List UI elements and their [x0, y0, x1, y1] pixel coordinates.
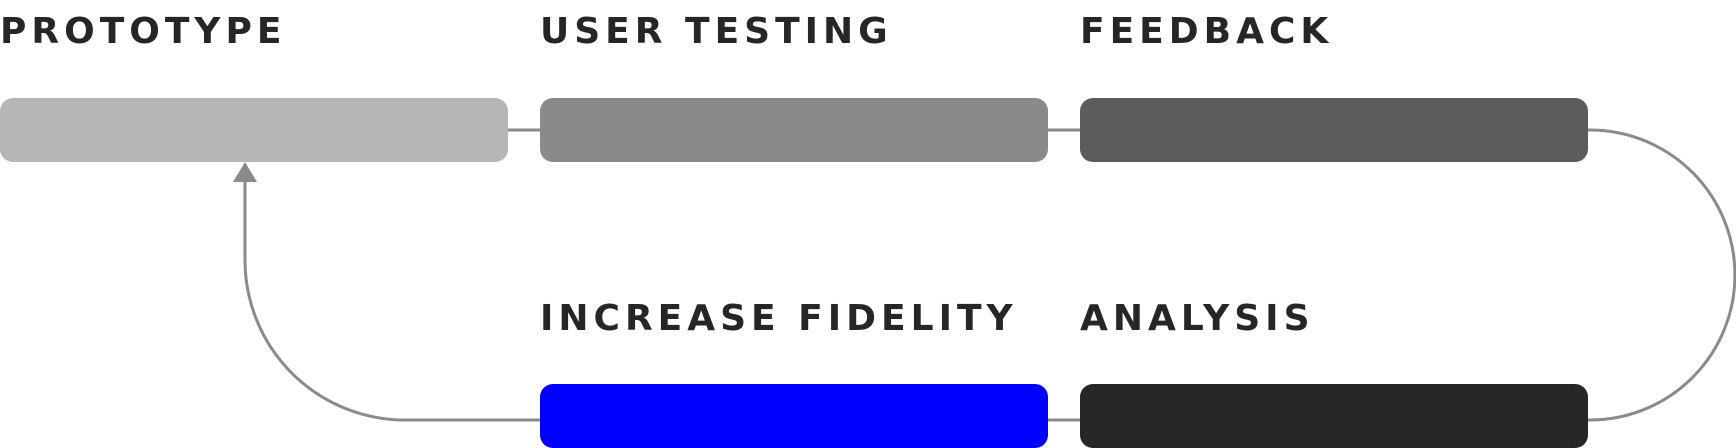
stage-prototype: PROTOTYPE	[0, 11, 508, 162]
stage-bar-prototype	[0, 98, 508, 162]
connector-increase-fidelity-to-prototype	[243, 178, 541, 422]
connectors	[233, 128, 1736, 422]
stage-label-user-testing: USER TESTING	[540, 11, 893, 52]
connector-feedback-to-analysis	[1587, 128, 1736, 422]
stage-label-increase-fidelity: INCREASE FIDELITY	[540, 298, 1018, 339]
stage-analysis: ANALYSIS	[1080, 298, 1588, 448]
stage-bar-increase-fidelity	[540, 384, 1048, 448]
stage-bar-feedback	[1080, 98, 1588, 162]
stage-feedback: FEEDBACK	[1080, 11, 1588, 162]
stage-bar-user-testing	[540, 98, 1048, 162]
stage-bar-analysis	[1080, 384, 1588, 448]
stage-label-prototype: PROTOTYPE	[0, 11, 286, 52]
arrowhead-icon	[233, 162, 257, 182]
stage-increase-fidelity: INCREASE FIDELITY	[540, 298, 1048, 448]
stage-label-feedback: FEEDBACK	[1080, 11, 1333, 52]
stage-user-testing: USER TESTING	[540, 11, 1048, 162]
stage-label-analysis: ANALYSIS	[1080, 298, 1315, 339]
